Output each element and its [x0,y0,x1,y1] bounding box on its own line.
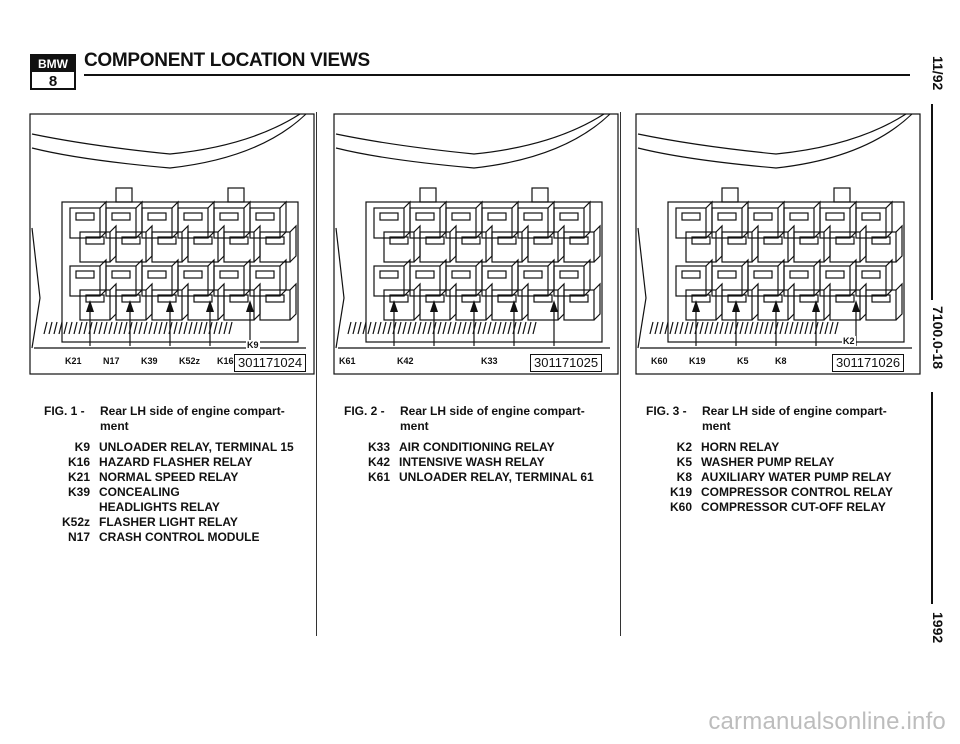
legend-row: K52z FLASHER LIGHT RELAY [40,515,310,530]
legend-row: K39 CONCEALING HEADLIGHTS RELAY [40,485,310,515]
legend-row: K16 HAZARD FLASHER RELAY [40,455,310,470]
svg-text:8: 8 [49,73,57,90]
legend-row: K21 NORMAL SPEED RELAY [40,470,310,485]
figure-label: FIG. 2 - [344,404,385,418]
component-description: COMPRESSOR CUT-OFF RELAY [701,500,886,514]
component-code: K8 [676,470,692,484]
legend-row: K61 UNLOADER RELAY, TERMINAL 61 [340,470,610,485]
component-description: CRASH CONTROL MODULE [99,530,260,544]
callout-k5: K5 [736,356,750,366]
component-description: UNLOADER RELAY, TERMINAL 15 [99,440,294,454]
part-number: 301171026 [832,354,905,372]
callout-k52z: K52z [178,356,202,366]
component-description: HAZARD FLASHER RELAY [99,455,253,469]
side-section-code: 7100.0-18 [930,306,946,370]
component-code: K19 [669,485,692,499]
callout-k21: K21 [64,356,83,366]
legend-row: N17 CRASH CONTROL MODULE [40,530,310,545]
side-date: 11/92 [930,56,946,91]
figure-caption-text: Rear LH side of engine compart-ment [400,404,585,433]
callout-k39: K39 [140,356,159,366]
svg-text:BMW: BMW [38,57,69,71]
part-number: 301171025 [530,354,603,372]
fuse-box-drawing [29,113,315,375]
legend-row: K42 INTENSIVE WASH RELAY [340,455,610,470]
figure-1-legend: K9 UNLOADER RELAY, TERMINAL 15 K16 HAZARD … [40,440,310,545]
component-code: K52z [61,515,90,529]
component-description: FLASHER LIGHT RELAY [99,515,238,529]
callout-k33: K33 [480,356,499,366]
component-description: AIR CONDITIONING RELAY [399,440,555,454]
column-divider-1 [316,112,317,636]
figure-label: FIG. 1 - [44,404,85,418]
part-number: 301171024 [234,354,307,372]
callout-k42: K42 [396,356,415,366]
callout-n17: N17 [102,356,121,366]
relay-panel-art [333,113,619,375]
figure-3-legend: K2 HORN RELAY K5 WASHER PUMP RELAY K8 AUXIL… [642,440,922,515]
figure-caption-text: Rear LH side of engine compart-ment [100,404,285,433]
legend-row: K5 WASHER PUMP RELAY [642,455,922,470]
component-code: K16 [67,455,90,469]
callout-k16: K16 [216,356,235,366]
component-code: K60 [669,500,692,514]
component-description: INTENSIVE WASH RELAY [399,455,545,469]
component-code: K9 [74,440,90,454]
figure-label: FIG. 3 - [646,404,687,418]
component-code: K33 [367,440,390,454]
side-year: 1992 [930,612,946,644]
component-description: COMPRESSOR CONTROL RELAY [701,485,894,499]
fuse-box-drawing [333,113,619,375]
figure-caption-text: Rear LH side of engine compart-ment [702,404,887,433]
fuse-box-drawing [635,113,921,375]
legend-row: K60 COMPRESSOR CUT-OFF RELAY [642,500,922,515]
component-code: K5 [676,455,692,469]
side-rule-bottom [931,392,933,604]
component-code: K61 [367,470,390,484]
component-description: WASHER PUMP RELAY [701,455,835,469]
legend-row: K9 UNLOADER RELAY, TERMINAL 15 [40,440,310,455]
component-description: HORN RELAY [701,440,780,454]
legend-row: K33 AIR CONDITIONING RELAY [340,440,610,455]
callout-k61: K61 [338,356,357,366]
page-title: COMPONENT LOCATION VIEWS [84,50,370,71]
legend-row: K19 COMPRESSOR CONTROL RELAY [642,485,922,500]
figure-3-illustration: K60 K19 K5 K8 K2 301171026 [626,108,926,378]
figure-2-legend: K33 AIR CONDITIONING RELAY K42 INTENSIVE W… [340,440,610,485]
relay-panel-art [635,113,921,375]
header-rule [84,74,910,76]
callout-k2: K2 [842,336,856,346]
component-description: AUXILIARY WATER PUMP RELAY [701,470,892,484]
callout-k8: K8 [774,356,788,366]
figure-2-illustration: K61 K42 K33 301171025 [324,108,624,378]
component-code: K42 [367,455,390,469]
component-code: N17 [67,530,90,544]
legend-row: K2 HORN RELAY [642,440,922,455]
figure-1-illustration: K21 N17 K39 K52z K16 K9 301171024 [20,108,320,378]
callout-k19: K19 [688,356,707,366]
component-code: K21 [67,470,90,484]
relay-panel-art [29,113,315,375]
component-description: CONCEALING HEADLIGHTS RELAY [99,485,220,514]
watermark: carmanualsonline.info [708,708,946,735]
component-description: UNLOADER RELAY, TERMINAL 61 [399,470,594,484]
callout-k9: K9 [246,340,260,350]
bmw-8-logo: BMW 8 [30,54,76,90]
component-description: NORMAL SPEED RELAY [99,470,239,484]
legend-row: K8 AUXILIARY WATER PUMP RELAY [642,470,922,485]
column-divider-2 [620,112,621,636]
side-rule-top [931,104,933,300]
component-code: K2 [676,440,692,454]
callout-k60: K60 [650,356,669,366]
component-code: K39 [67,485,90,499]
